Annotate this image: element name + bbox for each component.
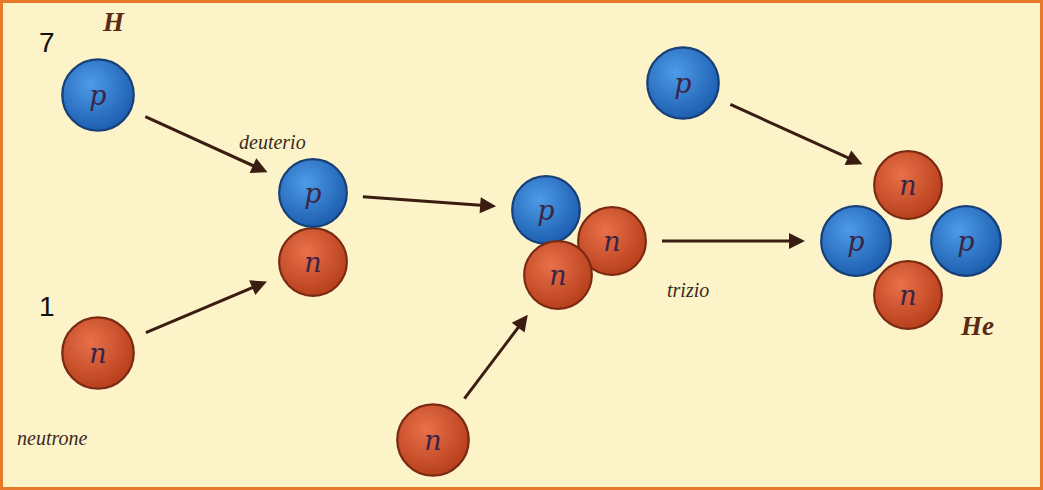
particle-letter: p [510,174,582,246]
reaction-arrow [363,197,496,214]
particle-letter: p [277,157,349,229]
proton-circle: p [510,174,582,246]
particle-letter: p [60,57,136,133]
neutron-circle: n [872,259,944,331]
particle-letter: n [522,239,594,311]
text-label: H [103,7,124,38]
text-label: He [961,311,994,342]
reaction-arrow [730,104,862,165]
reaction-arrow [464,315,527,399]
reaction-arrow [662,233,805,249]
proton-circle: p [60,57,136,133]
text-label: deuterio [239,131,306,154]
proton-circle: p [645,45,721,121]
neutron-circle: n [60,315,136,391]
reaction-arrow [146,280,267,332]
proton-circle: p [819,204,893,278]
text-label: 1 [39,291,55,323]
particle-letter: n [395,402,471,478]
particle-letter: n [872,259,944,331]
particle-letter: p [929,204,1003,278]
neutron-circle: n [277,226,349,298]
text-label: 7 [39,27,55,59]
particle-letter: p [645,45,721,121]
neutron-circle: n [522,239,594,311]
particle-letter: n [872,149,944,221]
neutron-circle: n [395,402,471,478]
particle-letter: n [277,226,349,298]
text-label: trizio [667,279,709,302]
particle-letter: n [60,315,136,391]
particle-letter: p [819,204,893,278]
text-label: neutrone [17,427,87,450]
proton-circle: p [929,204,1003,278]
proton-circle: p [277,157,349,229]
neutron-circle: n [872,149,944,221]
